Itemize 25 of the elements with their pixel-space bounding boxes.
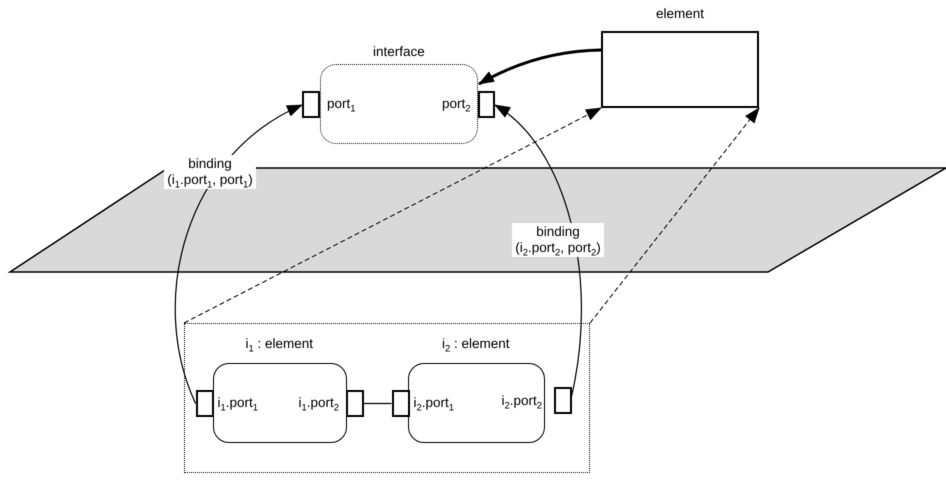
edge-label: binding (i$_{1}$.port$_{1}$, port$_{1}$) [164, 155, 256, 189]
port-square [392, 390, 410, 416]
port-label: port$_{2}$ [442, 96, 471, 112]
port-label: i$_{2}$.port$_{1}$ [414, 394, 454, 410]
port-label: port$_{1}$ [327, 96, 356, 112]
node-heading: interface [373, 44, 425, 60]
arrow [494, 104, 582, 397]
port-square [478, 91, 495, 118]
port-square [346, 390, 364, 416]
node-heading: i$_{2}$ : element [442, 336, 510, 352]
arrow [478, 48, 602, 86]
arrow [184, 108, 602, 324]
element-box [601, 31, 759, 108]
arrow [590, 107, 760, 324]
edge-label: binding (i$_{2}$.port$_{2}$, port$_{2}$) [512, 223, 604, 257]
port-square [302, 91, 320, 118]
port-label: i$_{1}$.port$_{2}$ [298, 394, 340, 410]
node-heading: i$_{1}$ : element [246, 336, 314, 352]
port-square [196, 390, 214, 416]
connector-line [364, 402, 392, 404]
port-label: i$_{2}$.port$_{2}$ [502, 392, 542, 408]
port-label: i$_{1}$.port$_{1}$ [218, 394, 258, 410]
port-square [554, 386, 572, 414]
dotted-frame [184, 323, 590, 473]
node-heading: element [656, 6, 704, 22]
